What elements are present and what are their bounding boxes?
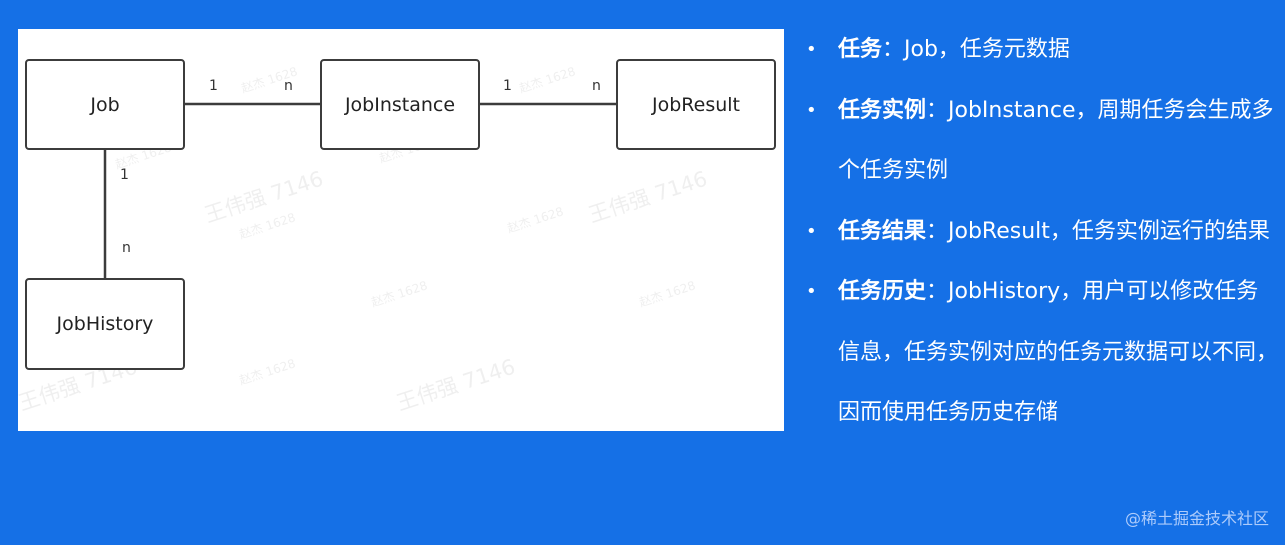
entity-job: Job [25,59,185,150]
cardinality-job-history-side: 1 [120,167,129,183]
bullet-term: 任务实例 [838,97,927,123]
bullet-dot: • [806,99,817,121]
bullet-term: 任务历史 [838,279,927,304]
er-diagram: 赵杰 1628 赵杰 1628 赵杰 1628 赵杰 1628 王伟强 7146… [18,29,784,431]
cardinality-jobhistory-side: n [122,240,131,256]
bullet-term: 任务结果 [838,218,927,244]
bullet-term: 任务 [838,37,883,62]
entity-jobinstance: JobInstance [320,59,480,150]
bullet-dot: • [806,281,817,302]
entity-jobresult: JobResult [616,59,776,150]
cardinality-jobresult-side: n [592,78,601,94]
relationship-lines [103,102,617,279]
definition-list: • 任务：Job，任务元数据 • 任务实例：JobInstance，周期任务会生… [806,20,1278,444]
entity-jobhistory: JobHistory [25,278,185,370]
source-credit: @稀土掘金技术社区 [1124,509,1269,528]
bullet-item-job-result: • 任务结果：JobResult，任务实例运行的结果 [806,202,1278,263]
bullet-description: ：JobResult，任务实例运行的结果 [926,218,1270,244]
bullet-item-job: • 任务：Job，任务元数据 [806,20,1278,81]
bullet-description: ：JobInstance，周期任务会生成多个任务实例 [838,97,1274,184]
bullet-item-job-history: • 任务历史：JobHistory，用户可以修改任务信息，任务实例对应的任务元数… [806,262,1278,444]
bullet-dot: • [806,39,817,60]
cardinality-jobinstance-result-side: 1 [503,78,512,94]
bullet-dot: • [806,220,817,242]
bullet-description: ：JobHistory，用户可以修改任务信息，任务实例对应的任务元数据可以不同，… [838,279,1279,425]
cardinality-jobinstance-side: n [284,78,293,94]
bullet-item-job-instance: • 任务实例：JobInstance，周期任务会生成多个任务实例 [806,81,1278,202]
bullet-description: ：Job，任务元数据 [882,37,1070,62]
cardinality-job-side: 1 [209,78,218,94]
